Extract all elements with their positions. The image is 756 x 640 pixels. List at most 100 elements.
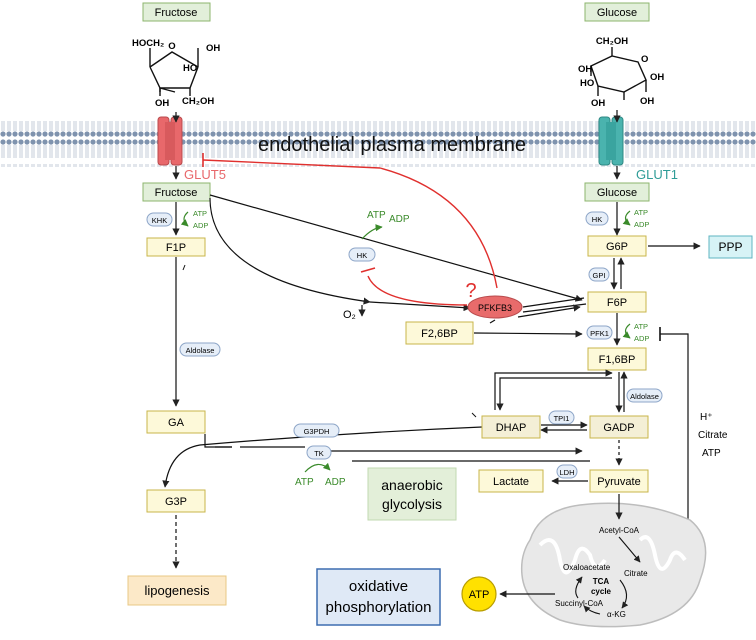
- f26bp-box: [405, 321, 474, 345]
- f16bp-label: F1,6BP: [599, 354, 636, 366]
- tk-atp-label: ATP: [295, 477, 314, 488]
- aldolase-left-enzyme: [179, 342, 221, 357]
- oxidative-line1: oxidative: [349, 578, 408, 595]
- gadp-box: [589, 415, 649, 439]
- lipogenesis-box: [127, 575, 227, 606]
- tca-line1: TCA: [593, 577, 610, 586]
- fructose-oh-left-label: OH: [155, 98, 169, 109]
- dhap-label: DHAP: [496, 422, 527, 434]
- inhibitor-citrate-label: Citrate: [698, 430, 728, 441]
- f26bp-label: F2,6BP: [421, 328, 458, 340]
- lactate-label: Lactate: [493, 476, 529, 488]
- membrane-label: endothelial plasma membrane: [258, 134, 526, 156]
- aldolase-right-label: Aldolase: [630, 392, 659, 401]
- pfkfb3-glut5-inhibition: [202, 159, 498, 289]
- fructose-hoch2-label: HOCH₂: [132, 38, 164, 49]
- pfk1-label: PFK1: [590, 329, 609, 338]
- tk-atp-arrow: [304, 462, 331, 473]
- f1p-label: F1P: [166, 242, 186, 254]
- pyruvate-label: Pyruvate: [597, 476, 640, 488]
- question-mark: ?: [465, 280, 476, 302]
- glucose-inside-box: [584, 182, 650, 202]
- succinyl-coa-label: Succinyl-CoA: [555, 599, 604, 608]
- hk-adp-label: ADP: [634, 220, 649, 229]
- fructose-inside-label: Fructose: [155, 187, 198, 199]
- anaerobic-line1: anaerobic: [381, 477, 443, 493]
- anaerobic-line2: glycolysis: [382, 496, 442, 512]
- glut1-label: GLUT1: [636, 167, 678, 182]
- pfk1-atp-label: ATP: [634, 322, 648, 331]
- fructose-structure: [149, 48, 199, 96]
- oxidative-line2: phosphorylation: [326, 599, 432, 616]
- g3pdh-enzyme: [293, 423, 340, 438]
- g6p-label: G6P: [606, 241, 628, 253]
- gadp-to-g3p-arrow: [162, 426, 483, 488]
- fructose-inside-box: [142, 182, 211, 202]
- g3p-label: G3P: [165, 496, 187, 508]
- f1p-box: [146, 237, 206, 257]
- glucose-ho-label: HO: [580, 78, 594, 89]
- fructose-to-f6p-arrow: [209, 194, 583, 302]
- acetyl-coa-label: Acetyl-CoA: [599, 526, 640, 535]
- lactate-box: [478, 469, 544, 493]
- glucose-ch2oh-label: CH₂OH: [596, 36, 628, 47]
- mitochondrion: [520, 502, 707, 628]
- tk-label: TK: [314, 449, 324, 458]
- khk-enzyme: [146, 212, 173, 227]
- pfkfb3-node: [467, 295, 523, 319]
- o2-label: O₂: [343, 309, 356, 321]
- f6p-box: [587, 291, 647, 313]
- glucose-outside-label: Glucose: [597, 7, 637, 19]
- ga-label: GA: [168, 417, 185, 429]
- fructose-ch2oh-label: CH₂OH: [182, 96, 214, 107]
- gpi-label: GPI: [593, 271, 606, 280]
- glucose-oh-bottom1-label: OH: [591, 98, 605, 109]
- g6p-box: [587, 235, 647, 257]
- tk-adp-label: ADP: [325, 477, 346, 488]
- hk-right-enzyme: [585, 211, 609, 226]
- pfkfb3-label: PFKFB3: [478, 303, 512, 313]
- pfkfb3-hk-inhibition: [367, 275, 468, 306]
- ga-box: [146, 410, 206, 434]
- hk-center-enzyme: [348, 247, 376, 262]
- hk-center-label: HK: [357, 251, 367, 260]
- glut1-transporter: [598, 116, 624, 166]
- tk-enzyme: [306, 445, 332, 460]
- tpi1-label: TPI1: [554, 414, 570, 423]
- khk-label: KHK: [152, 216, 167, 225]
- glucose-oh-left-label: OH: [578, 64, 592, 75]
- glucose-outside-box: [584, 2, 650, 22]
- pfk1-atp-arrow: [622, 323, 631, 339]
- hk-atp-label: ATP: [634, 208, 648, 217]
- khk-atp-arrow: [180, 211, 189, 227]
- fructose-ho-label: HO: [183, 63, 197, 74]
- gpi-enzyme: [588, 267, 610, 282]
- hk-center-atp-label: ATP: [367, 210, 386, 221]
- anaerobic-box: [367, 467, 457, 521]
- aldolase-right-enzyme: [626, 388, 663, 403]
- dhap-box: [481, 415, 541, 439]
- ldh-enzyme: [556, 464, 578, 479]
- tca-line2: cycle: [591, 587, 612, 596]
- g3p-box: [146, 489, 206, 513]
- fructose-outside-box: [142, 2, 211, 22]
- inhibitor-atp-label: ATP: [702, 448, 721, 459]
- oxidative-box: [316, 568, 441, 626]
- pyruvate-box: [589, 469, 649, 493]
- hk-right-label: HK: [592, 215, 602, 224]
- fructose-outside-label: Fructose: [155, 7, 198, 19]
- svg-text:O: O: [168, 41, 175, 52]
- g3pdh-label: G3PDH: [304, 427, 330, 436]
- ppp-label: PPP: [718, 240, 742, 254]
- glucose-inside-label: Glucose: [597, 187, 637, 199]
- hk-center-adp-label: ADP: [389, 214, 410, 225]
- glucose-oh-bottom2-label: OH: [640, 96, 654, 107]
- atp-circle: [461, 576, 497, 612]
- citrate-label: Citrate: [624, 569, 648, 578]
- glut5-label: GLUT5: [184, 167, 226, 182]
- tpi1-enzyme: [548, 410, 575, 425]
- hk-atp-arrow: [622, 210, 631, 226]
- glucose-o-label: O: [641, 54, 648, 65]
- glucose-structure: [590, 47, 647, 100]
